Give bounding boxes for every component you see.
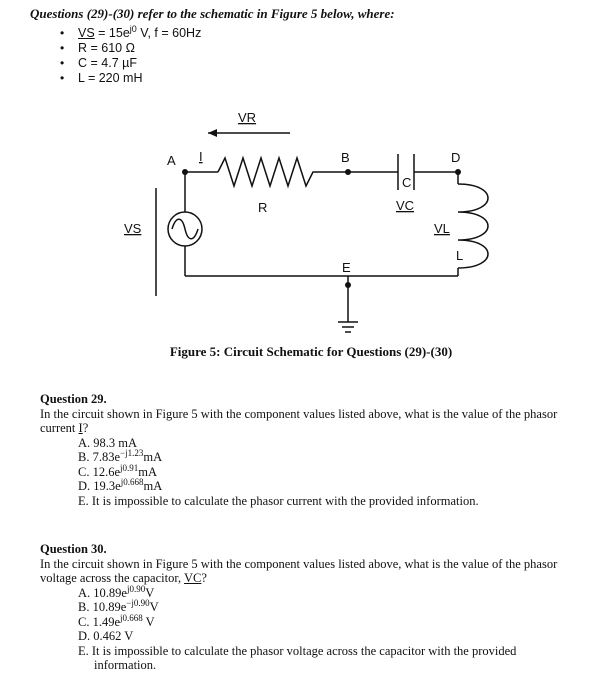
question-30: Question 30. In the circuit shown in Fig…	[40, 542, 560, 673]
q29-option-c[interactable]: C. 12.6ej0.91mA	[78, 462, 158, 479]
label-vl: VL	[434, 221, 450, 236]
label-capacitor-c: C	[402, 175, 411, 190]
label-resistor-r: R	[258, 200, 267, 215]
vr-arrow	[208, 129, 290, 137]
question-29-options: A. 98.3 mA B. 7.83e−j1.23mA C. 12.6ej0.9…	[40, 436, 560, 509]
resistor-symbol	[217, 155, 318, 189]
label-current-i: I	[199, 149, 203, 164]
q30-option-c[interactable]: C. 1.49ej0.668 V	[78, 612, 155, 629]
given-values-list: VS = 15ej0 V, f = 60Hz R = 610 Ω C = 4.7…	[56, 24, 201, 86]
given-source: VS = 15ej0 V, f = 60Hz	[56, 24, 201, 41]
given-capacitance: C = 4.7 µF	[56, 56, 201, 71]
circuit-schematic: VR	[124, 110, 489, 333]
label-inductor-l: L	[456, 248, 463, 263]
given-vs-symbol: VS	[78, 26, 95, 40]
question-29-title: Question 29.	[40, 392, 107, 406]
label-node-d: D	[451, 150, 460, 165]
q29-option-b[interactable]: B. 7.83e−j1.23mA	[78, 447, 163, 464]
node-d-dot	[455, 169, 461, 175]
questions-header: Questions (29)-(30) refer to the schemat…	[30, 6, 395, 21]
label-vs: VS	[124, 221, 142, 236]
ground-symbol	[338, 321, 358, 333]
q30-option-e[interactable]: E. It is impossible to calculate the pha…	[78, 643, 517, 673]
inductor-symbol	[457, 183, 489, 269]
q29-option-a[interactable]: A. 98.3 mA	[78, 435, 138, 450]
question-30-options: A. 10.89ej0.90V B. 10.89e−j0.90V C. 1.49…	[40, 583, 560, 673]
q30-option-a[interactable]: A. 10.89ej0.90V	[78, 583, 155, 600]
capacitor-symbol	[397, 154, 415, 190]
label-node-a: A	[167, 153, 176, 168]
wires	[184, 171, 459, 322]
node-b-dot	[345, 169, 351, 175]
question-30-title: Question 30.	[40, 542, 107, 556]
given-resistance: R = 610 Ω	[56, 41, 201, 56]
ac-source-symbol	[167, 211, 203, 247]
label-vc: VC	[396, 198, 414, 213]
q29-option-d[interactable]: D. 19.3ej0.668mA	[78, 476, 163, 493]
label-node-b: B	[341, 150, 350, 165]
node-a-dot	[182, 169, 188, 175]
label-vr: VR	[238, 110, 256, 125]
figure-caption: Figure 5: Circuit Schematic for Question…	[169, 344, 453, 359]
q29-option-e[interactable]: E. It is impossible to calculate the pha…	[78, 493, 479, 508]
node-e-dot	[345, 282, 351, 288]
q30-option-d[interactable]: D. 0.462 V	[78, 629, 134, 643]
question-30-stem: In the circuit shown in Figure 5 with th…	[40, 556, 558, 586]
q30-option-b[interactable]: B. 10.89e−j0.90V	[78, 597, 159, 614]
label-node-e: E	[342, 260, 351, 275]
question-29: Question 29. In the circuit shown in Fig…	[40, 392, 560, 508]
given-inductance: L = 220 mH	[56, 71, 201, 86]
question-29-stem: In the circuit shown in Figure 5 with th…	[40, 406, 558, 436]
